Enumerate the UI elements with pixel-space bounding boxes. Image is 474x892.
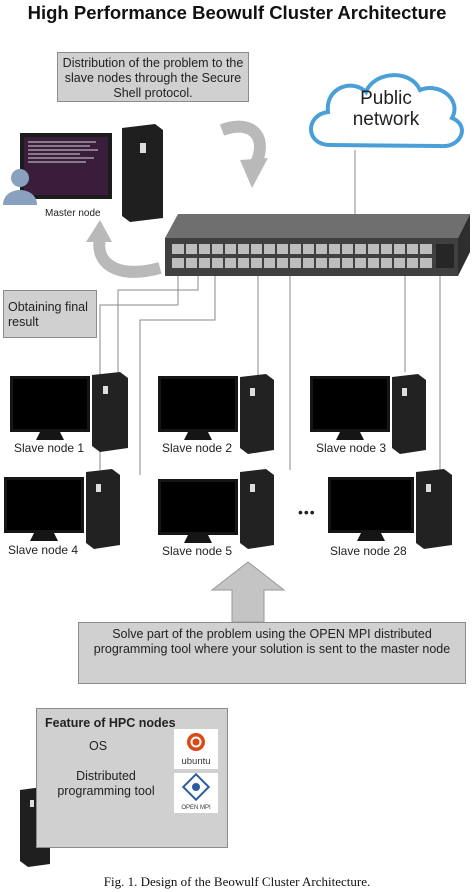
figure-caption: Fig. 1. Design of the Beowulf Cluster Ar… xyxy=(103,874,371,889)
ubuntu-logo: ubuntu xyxy=(174,729,218,769)
slave-label-3: Slave node 3 xyxy=(316,441,387,455)
os-label: OS xyxy=(89,739,108,753)
diagram-title: High Performance Beowulf Cluster Archite… xyxy=(27,2,447,23)
slave-label-5: Slave node 5 xyxy=(162,544,233,558)
openmpi-logo: OPEN MPI xyxy=(174,773,218,813)
distribution-note: Distribution of the problem to the slave… xyxy=(57,52,249,102)
network-cables xyxy=(99,150,441,475)
up-arrow xyxy=(210,561,286,623)
slave-computer-2 xyxy=(158,374,274,454)
network-switch xyxy=(165,214,470,276)
feature-heading: Feature of HPC nodes xyxy=(45,716,176,730)
slave-label-4: Slave node 4 xyxy=(8,543,79,557)
slave-computer-3 xyxy=(310,374,426,454)
result-arrowhead xyxy=(86,220,112,242)
master-node xyxy=(3,124,163,222)
slave-computer-4 xyxy=(4,469,120,549)
public-network-label: Public network xyxy=(352,88,420,130)
slave-computer-1 xyxy=(10,372,128,452)
feature-panel: Feature of HPC nodes OS Distributed prog… xyxy=(36,708,228,848)
slave-label-28: Slave node 28 xyxy=(330,544,407,558)
ubuntu-icon xyxy=(187,733,205,751)
solve-note: Solve part of the problem using the OPEN… xyxy=(78,622,466,684)
slave-label-2: Slave node 2 xyxy=(162,441,233,455)
ellipsis: ••• xyxy=(298,504,316,520)
slave-computer-5 xyxy=(158,469,274,549)
distribution-arrow xyxy=(219,120,266,168)
distribution-arrowhead xyxy=(240,158,268,188)
openmpi-text: OPEN MPI xyxy=(181,805,211,811)
slave-label-1: Slave node 1 xyxy=(14,441,85,455)
cloud-shape xyxy=(309,73,464,149)
slave-computer-28 xyxy=(328,469,452,549)
ubuntu-text: ubuntu xyxy=(181,756,211,767)
result-arrow xyxy=(93,236,162,278)
result-note: Obtaining final result xyxy=(3,290,97,338)
tool-label: Distributed programming tool xyxy=(57,769,155,798)
openmpi-icon xyxy=(181,773,211,802)
master-node-label: Master node xyxy=(45,208,101,219)
